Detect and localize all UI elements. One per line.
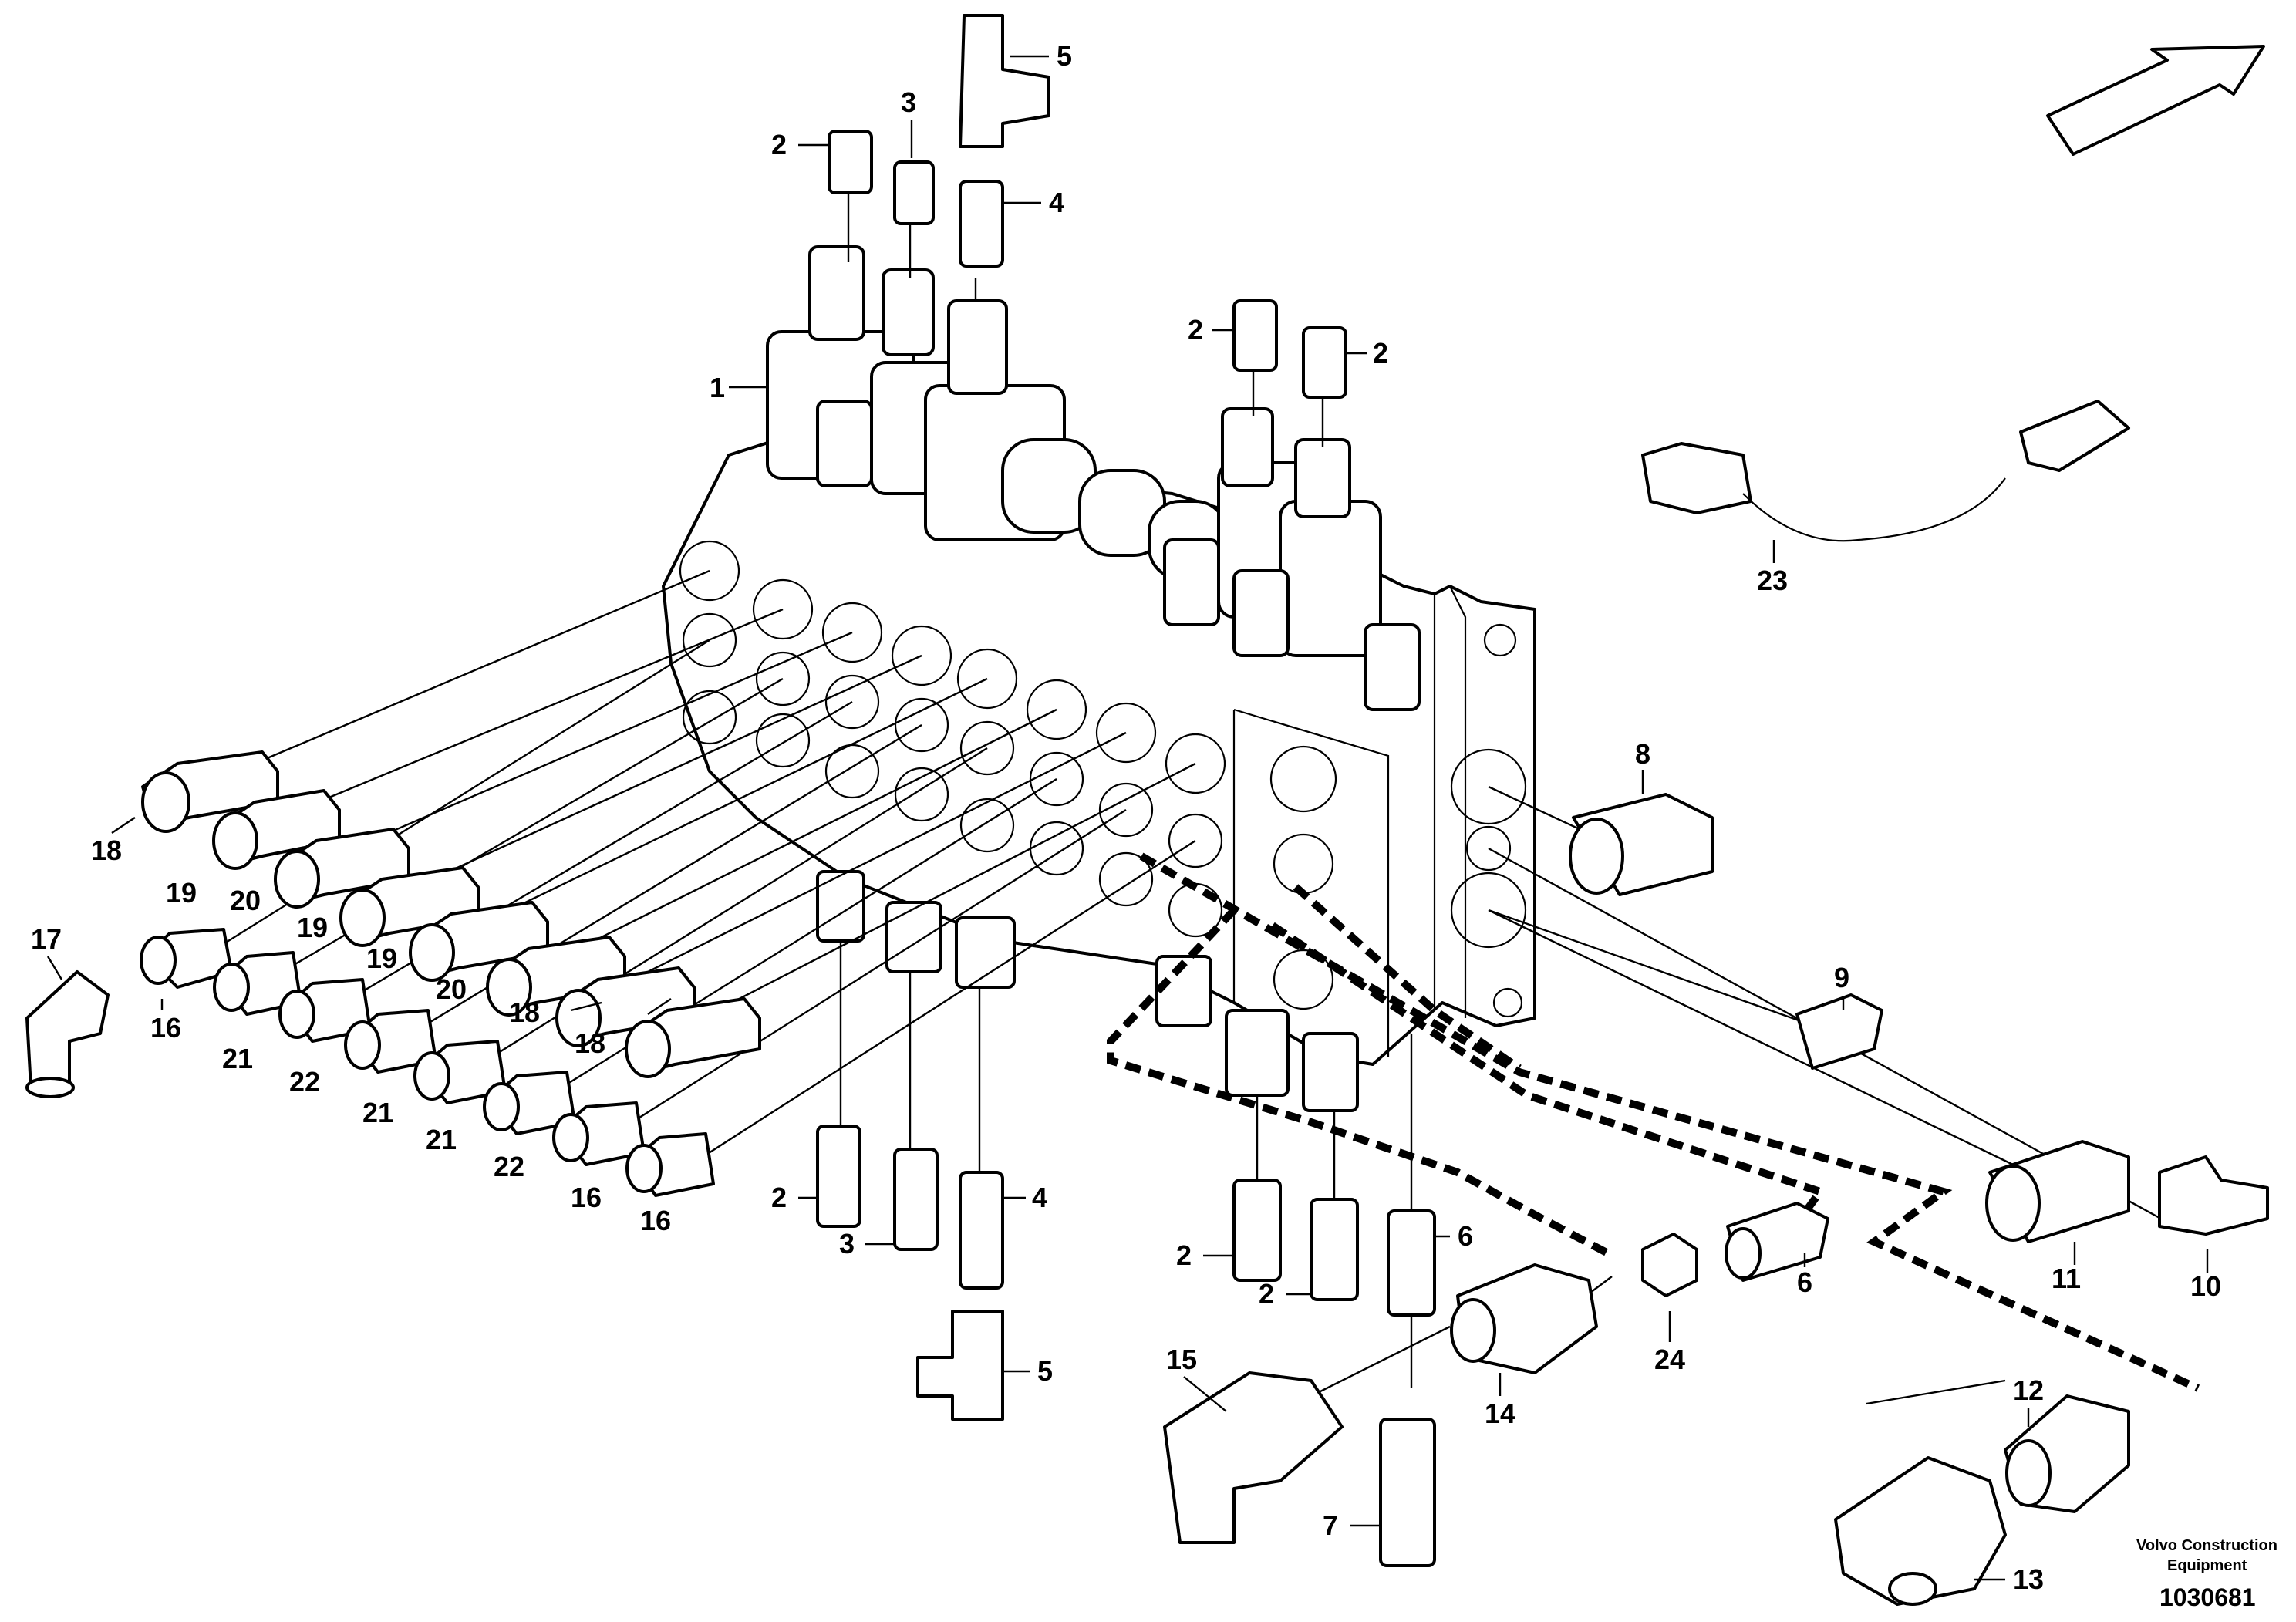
- callout-4: 4: [1032, 1182, 1047, 1213]
- callout-6: 6: [1797, 1266, 1812, 1298]
- callout-4: 4: [1049, 187, 1064, 218]
- callout-22: 22: [494, 1151, 524, 1182]
- callout-13: 13: [2013, 1563, 2044, 1595]
- callout-5: 5: [1057, 40, 1072, 72]
- callout-2: 2: [771, 129, 787, 160]
- callout-2: 2: [771, 1182, 787, 1213]
- callout-16: 16: [640, 1205, 671, 1236]
- callout-17: 17: [31, 923, 62, 955]
- callout-18: 18: [509, 996, 540, 1028]
- callout-23: 23: [1757, 565, 1788, 596]
- brand-line-1: Volvo Construction: [2136, 1537, 2277, 1554]
- callout-6: 6: [1458, 1220, 1473, 1252]
- callout-2: 2: [1188, 314, 1203, 346]
- callout-8: 8: [1635, 738, 1650, 770]
- callout-19: 19: [297, 912, 328, 943]
- callout-16: 16: [150, 1012, 181, 1044]
- callout-21: 21: [362, 1097, 393, 1128]
- hose-route-lines: [1107, 852, 2200, 1392]
- callout-20: 20: [436, 973, 467, 1005]
- direction-arrow-icon: [2046, 45, 2265, 156]
- top-fittings: [828, 14, 1347, 399]
- drawing-number: 1030681: [2159, 1583, 2256, 1611]
- callout-11: 11: [2052, 1263, 2081, 1294]
- bottom-fittings: [816, 793, 2269, 1606]
- callout-9: 9: [1834, 962, 1849, 993]
- callout-19: 19: [166, 877, 197, 909]
- callout-15: 15: [1166, 1344, 1197, 1375]
- callout-18: 18: [91, 835, 122, 866]
- callout-5: 5: [1037, 1355, 1053, 1387]
- brand-line-2: Equipment: [2167, 1557, 2247, 1574]
- callout-21: 21: [222, 1043, 253, 1074]
- elbow-fitting-17: [25, 970, 110, 1098]
- callout-7: 7: [1323, 1509, 1338, 1541]
- callout-labels: 1 2 3 4 5 2 2 8 9 10 11 12 13 14 15 16 1…: [31, 40, 2221, 1595]
- callout-leaders: [46, 55, 2209, 1581]
- callout-12: 12: [2013, 1374, 2044, 1406]
- callout-21: 21: [426, 1124, 457, 1155]
- callout-3: 3: [901, 86, 916, 118]
- hose-fittings-left: [25, 750, 761, 1197]
- callout-1: 1: [710, 372, 725, 403]
- callout-16: 16: [571, 1182, 602, 1213]
- callout-20: 20: [230, 885, 261, 916]
- callout-24: 24: [1654, 1344, 1685, 1375]
- callout-3: 3: [839, 1228, 855, 1259]
- sensor-cable-23: [1641, 400, 2130, 542]
- callout-18: 18: [575, 1027, 605, 1059]
- callout-14: 14: [1485, 1398, 1515, 1429]
- callout-10: 10: [2190, 1270, 2221, 1302]
- callout-2: 2: [1259, 1278, 1274, 1310]
- callout-22: 22: [289, 1066, 320, 1098]
- footer: Volvo Construction Equipment 1030681: [2136, 1537, 2277, 1611]
- callout-19: 19: [366, 943, 397, 974]
- callout-2: 2: [1176, 1239, 1192, 1271]
- callout-2: 2: [1373, 337, 1388, 369]
